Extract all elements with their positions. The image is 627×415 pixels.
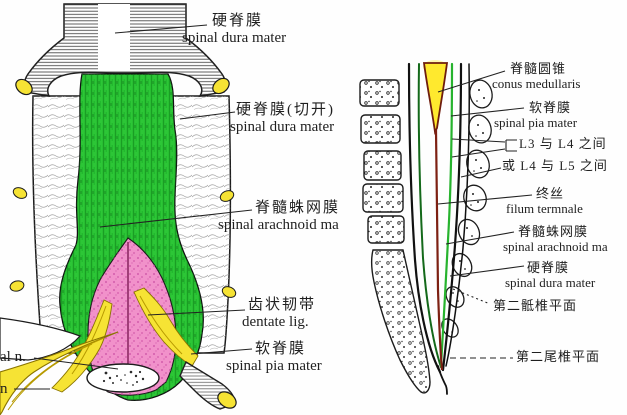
label-dura-top: 硬脊膜 spinal dura mater — [182, 13, 287, 46]
label-arachnoid-right: 脊髓蛛网膜 spinal arachnoid ma — [503, 224, 608, 254]
cord-cross-section — [86, 363, 160, 393]
label-c2-level: 第二尾椎平面 — [516, 349, 601, 364]
dura-posterior-line — [441, 62, 463, 372]
side-root-stumps — [9, 187, 237, 298]
cut-nerve-root-tip-right — [212, 77, 230, 95]
label-spinal-n-cutoff: al n. — [0, 349, 26, 365]
label-dentate: 齿状韧带 dentate lig. — [242, 297, 317, 330]
label-l4-l5: 或 L4 与 L5 之间 — [502, 158, 608, 173]
label-n-cutoff: n — [0, 381, 8, 397]
label-l3-l4: L3 与 L4 之间 — [519, 136, 607, 151]
arachnoid-anterior-line — [417, 63, 442, 368]
arachnoid-posterior-line — [439, 62, 454, 368]
dural-tube — [15, 3, 230, 98]
bottom-left-nerve-bundle — [0, 317, 119, 415]
label-dura-cut: 硬脊膜(切开) spinal dura mater — [230, 102, 335, 135]
label-pia-left: 软脊膜 spinal pia mater — [226, 341, 322, 374]
sacrum — [370, 249, 431, 394]
label-arachnoid-left: 脊髓蛛网膜 spinal arachnoid ma — [218, 200, 341, 233]
label-pia-right: 软脊膜 spinal pia mater — [494, 100, 578, 130]
label-dura-right: 硬脊膜 spinal dura mater — [505, 260, 596, 290]
spinous-processes — [441, 79, 493, 338]
sac-tip-line — [437, 365, 448, 395]
dentate-ligament-fans — [51, 287, 199, 393]
conus-medullaris-shape — [422, 62, 449, 136]
left-illustration — [0, 3, 237, 415]
label-conus: 脊髓圆锥 conus medullaris — [492, 61, 581, 91]
canal-posterior-wall-line — [445, 63, 470, 367]
dura-anterior-line — [407, 62, 442, 374]
pia-covered-cord — [87, 237, 177, 396]
filum-terminale-line — [434, 129, 444, 371]
cut-nerve-root-tip-left — [15, 78, 33, 96]
conus-and-filum — [422, 60, 449, 371]
bottom-right-root-stump — [179, 360, 237, 410]
leader-lines — [14, 24, 533, 390]
canal-lines — [407, 62, 470, 395]
median-band — [98, 4, 130, 71]
label-filum: 终丝 filum termnale — [506, 186, 583, 216]
label-s2-level: 第二骶椎平面 — [493, 298, 578, 313]
right-illustration — [359, 60, 493, 395]
vertebral-bodies — [359, 79, 405, 244]
